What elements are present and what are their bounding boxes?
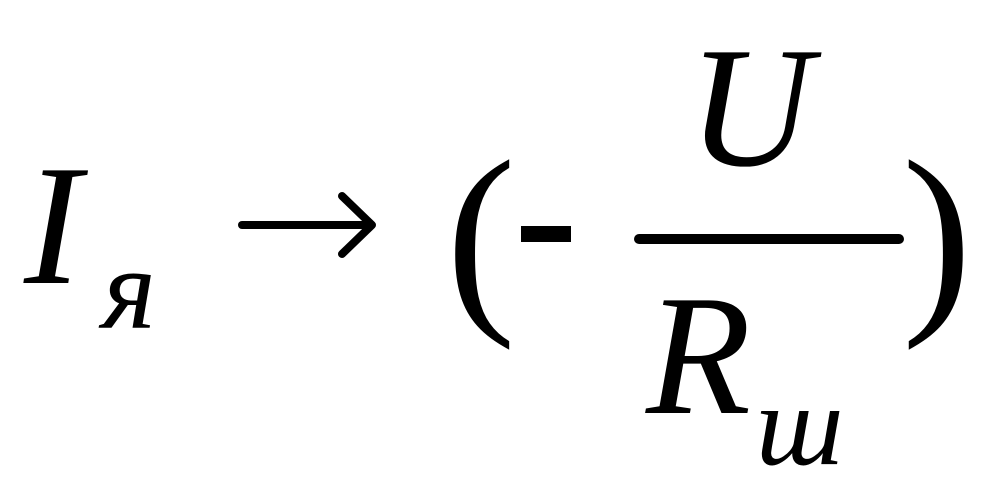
fraction-numerator: U	[688, 13, 813, 203]
close-parenthesis: )	[902, 119, 972, 351]
minus-sign	[521, 226, 571, 242]
open-parenthesis: (	[446, 119, 516, 351]
right-arrow-icon	[238, 192, 376, 258]
denominator-subscript: ш	[756, 362, 844, 490]
lhs-subscript: я	[102, 226, 156, 354]
fraction-bar	[634, 234, 904, 244]
fraction-denominator: R	[646, 261, 752, 451]
lhs-variable: I	[24, 131, 82, 321]
